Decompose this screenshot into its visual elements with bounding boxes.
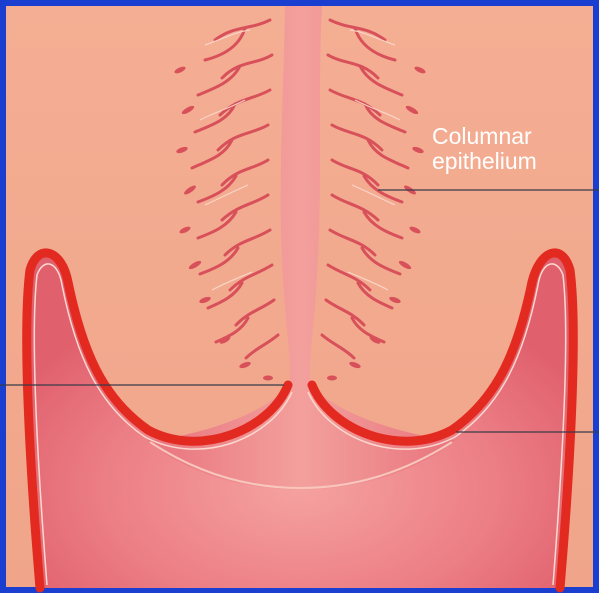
columnar-label: Columnar epithelium [432, 124, 597, 174]
columnar-label-line2: epithelium [432, 149, 597, 174]
columnar-label-line1: Columnar [432, 124, 597, 149]
